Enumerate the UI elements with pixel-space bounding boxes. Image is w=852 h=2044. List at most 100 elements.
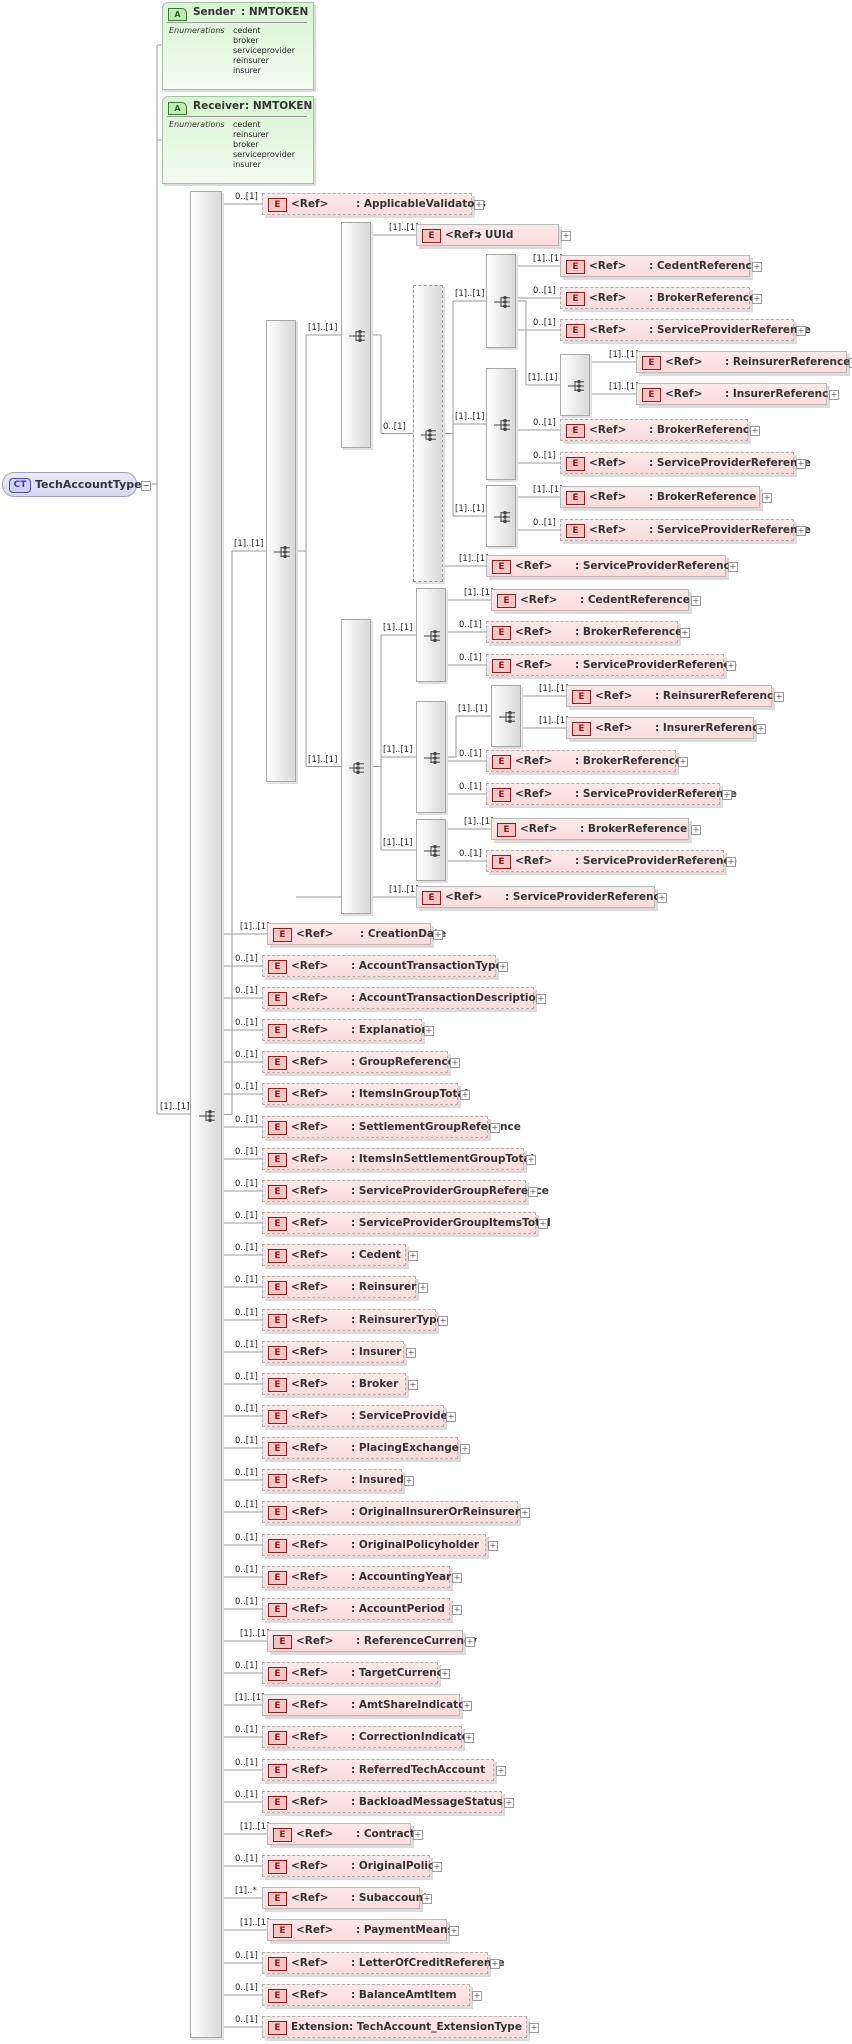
element-node[interactable]: E<Ref>: ApplicableValidators bbox=[262, 193, 486, 215]
element-node[interactable]: E<Ref>: Broker bbox=[262, 1373, 406, 1395]
expand-icon[interactable]: + bbox=[464, 1733, 474, 1743]
expand-icon[interactable]: + bbox=[726, 857, 736, 867]
expand-icon[interactable]: + bbox=[460, 1444, 470, 1454]
choice-compositor[interactable] bbox=[413, 285, 443, 582]
element-node[interactable]: E<Ref>: UUId bbox=[416, 224, 559, 246]
element-node[interactable]: E<Ref>: ServiceProviderReference bbox=[486, 555, 737, 577]
expand-icon[interactable]: + bbox=[433, 930, 443, 940]
expand-icon[interactable]: + bbox=[446, 1412, 456, 1422]
element-node[interactable]: E<Ref>: BackloadMessageStatus bbox=[262, 1791, 503, 1813]
sequence-compositor[interactable] bbox=[341, 222, 371, 448]
element-node[interactable]: E<Ref>: CedentReference bbox=[560, 255, 759, 277]
expand-icon[interactable]: + bbox=[722, 790, 732, 800]
element-node[interactable]: E<Ref>: ServiceProviderReference bbox=[486, 850, 737, 872]
expand-icon[interactable]: + bbox=[526, 1155, 536, 1165]
sequence-compositor[interactable] bbox=[560, 354, 590, 416]
expand-icon[interactable]: + bbox=[691, 825, 701, 835]
element-node[interactable]: E<Ref>: ServiceProviderReference bbox=[486, 783, 737, 805]
expand-icon[interactable]: + bbox=[498, 962, 508, 972]
element-node[interactable]: E<Ref>: Insurer bbox=[262, 1341, 404, 1363]
expand-icon[interactable]: + bbox=[408, 1380, 418, 1390]
element-node[interactable]: E<Ref>: Subaccount bbox=[262, 1887, 428, 1909]
element-node[interactable]: E<Ref>: ReinsurerType bbox=[262, 1309, 444, 1331]
expand-icon[interactable]: + bbox=[657, 893, 667, 903]
sequence-compositor[interactable] bbox=[416, 701, 446, 813]
element-node[interactable]: E<Ref>: AccountTransactionType bbox=[262, 955, 503, 977]
sequence-compositor[interactable] bbox=[266, 320, 296, 782]
expand-icon[interactable]: + bbox=[496, 1766, 506, 1776]
element-node[interactable]: E<Ref>: AccountPeriod bbox=[262, 1598, 450, 1620]
expand-icon[interactable]: + bbox=[750, 426, 760, 436]
element-node[interactable]: E<Ref>: ReferenceCurrency bbox=[267, 1630, 477, 1652]
expand-icon[interactable]: + bbox=[774, 692, 784, 702]
collapse-icon[interactable]: − bbox=[141, 481, 151, 491]
sequence-compositor[interactable] bbox=[416, 588, 446, 682]
expand-icon[interactable]: + bbox=[520, 1508, 530, 1518]
element-node[interactable]: E<Ref>: BrokerReference bbox=[560, 486, 760, 508]
element-node[interactable]: E<Ref>: ReferredTechAccount bbox=[262, 1759, 494, 1781]
expand-icon[interactable]: + bbox=[465, 1637, 475, 1647]
expand-icon[interactable]: + bbox=[490, 1959, 500, 1969]
element-node[interactable]: E<Ref>: AccountingYear bbox=[262, 1566, 451, 1588]
expand-icon[interactable]: + bbox=[450, 1058, 460, 1068]
element-node[interactable]: E<Ref>: ServiceProviderReference bbox=[486, 654, 737, 676]
element-node[interactable]: E<Ref>: BrokerReference bbox=[486, 750, 682, 772]
element-node[interactable]: E<Ref>: ReinsurerReference bbox=[566, 685, 780, 707]
choice-compositor[interactable] bbox=[341, 619, 371, 914]
expand-icon[interactable]: + bbox=[538, 1219, 548, 1229]
expand-icon[interactable]: + bbox=[796, 459, 806, 469]
element-node[interactable]: E<Ref>: CedentReference bbox=[491, 589, 690, 611]
expand-icon[interactable]: + bbox=[680, 628, 690, 638]
expand-icon[interactable]: + bbox=[424, 1026, 434, 1036]
expand-icon[interactable]: + bbox=[440, 1669, 450, 1679]
element-node[interactable]: E<Ref>: OriginalInsurerOrReinsurer bbox=[262, 1501, 520, 1523]
element-node[interactable]: E<Ref>: ServiceProviderGroupReference bbox=[262, 1180, 549, 1202]
element-node[interactable]: E<Ref>: Insured bbox=[262, 1469, 404, 1491]
element-node[interactable]: E<Ref>: BrokerReference bbox=[491, 818, 689, 840]
expand-icon[interactable]: + bbox=[408, 1251, 418, 1261]
expand-icon[interactable]: + bbox=[726, 661, 736, 671]
expand-icon[interactable]: + bbox=[849, 358, 852, 368]
expand-icon[interactable]: + bbox=[462, 1701, 472, 1711]
expand-icon[interactable]: + bbox=[796, 526, 806, 536]
element-node[interactable]: E<Ref>: ServiceProviderReference bbox=[416, 886, 667, 908]
sequence-compositor[interactable] bbox=[486, 368, 516, 480]
element-node[interactable]: E<Ref>: Cedent bbox=[262, 1244, 406, 1266]
element-node[interactable]: E<Ref>: InsurerReference bbox=[566, 717, 765, 739]
expand-icon[interactable]: + bbox=[728, 562, 738, 572]
expand-icon[interactable]: + bbox=[752, 262, 762, 272]
element-node[interactable]: E<Ref>: OriginalPolicy bbox=[262, 1855, 441, 1877]
element-node[interactable]: E<Ref>: ServiceProvider bbox=[262, 1405, 453, 1427]
expand-icon[interactable]: + bbox=[432, 1862, 442, 1872]
element-node[interactable]: E<Ref>: ServiceProviderGroupItemsTotal bbox=[262, 1212, 551, 1234]
element-node[interactable]: E<Ref>: ServiceProviderReference bbox=[560, 519, 811, 541]
expand-icon[interactable]: + bbox=[756, 724, 766, 734]
element-node[interactable]: E<Ref>: PaymentMeans bbox=[267, 1919, 454, 1941]
element-node[interactable]: E<Ref>: ServiceProviderReference bbox=[560, 319, 811, 341]
expand-icon[interactable]: + bbox=[452, 1605, 462, 1615]
element-node[interactable]: E<Ref>: AmtShareIndicator bbox=[262, 1694, 471, 1716]
expand-icon[interactable]: + bbox=[528, 1187, 538, 1197]
expand-icon[interactable]: + bbox=[474, 200, 484, 210]
expand-icon[interactable]: + bbox=[449, 1926, 459, 1936]
sequence-compositor[interactable] bbox=[486, 254, 516, 348]
element-node[interactable]: E<Ref>: Explanation bbox=[262, 1019, 429, 1041]
sequence-compositor[interactable] bbox=[190, 191, 222, 2038]
sequence-compositor[interactable] bbox=[486, 485, 516, 547]
element-node[interactable]: E<Ref>: InsurerReference bbox=[636, 383, 835, 405]
element-node[interactable]: E<Ref>: PlacingExchange bbox=[262, 1437, 459, 1459]
expand-icon[interactable]: + bbox=[406, 1348, 416, 1358]
expand-icon[interactable]: + bbox=[691, 596, 701, 606]
expand-icon[interactable]: + bbox=[418, 1283, 428, 1293]
expand-icon[interactable]: + bbox=[452, 1573, 462, 1583]
element-node[interactable]: E<Ref>: LetterOfCreditReference bbox=[262, 1952, 505, 1974]
expand-icon[interactable]: + bbox=[762, 493, 772, 503]
element-node[interactable]: E<Ref>: ItemsInSettlementGroupTotal bbox=[262, 1148, 534, 1170]
element-node[interactable]: E<Ref>: ReinsurerReference bbox=[636, 351, 850, 373]
element-node[interactable]: E<Ref>: CorrectionIndicator bbox=[262, 1726, 474, 1748]
element-node[interactable]: E<Ref>: SettlementGroupReference bbox=[262, 1116, 521, 1138]
element-node[interactable]: E<Ref>: Reinsurer bbox=[262, 1276, 416, 1298]
expand-icon[interactable]: + bbox=[504, 1798, 514, 1808]
